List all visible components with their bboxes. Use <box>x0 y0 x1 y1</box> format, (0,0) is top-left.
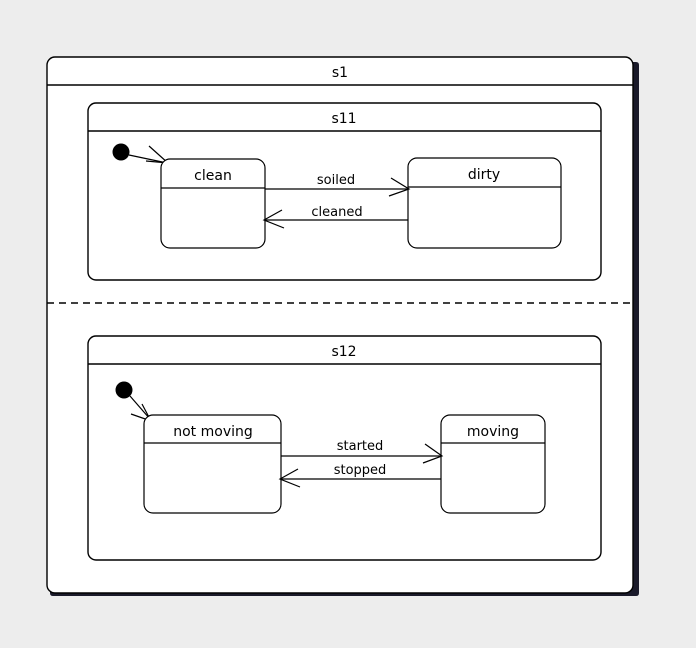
transition-started-arrowhead <box>422 443 444 464</box>
transition-stopped-arrowhead <box>278 468 301 488</box>
transition-soiled[interactable]: soiled <box>265 173 411 197</box>
transition-started[interactable]: started <box>281 439 444 464</box>
state-clean-label: clean <box>194 168 232 184</box>
initial-state-icon-s11[interactable] <box>112 143 130 161</box>
state-not-moving-body[interactable] <box>143 414 282 514</box>
transition-soiled-label: soiled <box>317 173 355 188</box>
initial-state-icon-s12[interactable] <box>115 381 133 399</box>
s1-title: s1 <box>332 65 348 81</box>
state-clean-body[interactable] <box>160 158 266 249</box>
transition-soiled-arrowhead <box>388 177 411 197</box>
transition-started-label: started <box>337 439 384 454</box>
s11-title: s11 <box>331 111 356 127</box>
composite-state-s11[interactable]: s11 clean dirty <box>87 102 602 281</box>
s12-title: s12 <box>331 344 356 360</box>
transition-cleaned[interactable]: cleaned <box>262 205 408 229</box>
state-dirty-label: dirty <box>468 167 500 183</box>
state-clean[interactable]: clean <box>160 158 266 249</box>
transition-stopped[interactable]: stopped <box>278 463 441 488</box>
state-moving-body[interactable] <box>440 414 546 514</box>
transition-cleaned-arrowhead <box>262 209 285 229</box>
transition-stopped-label: stopped <box>334 463 387 478</box>
state-not-moving-label: not moving <box>173 424 253 440</box>
composite-state-s12[interactable]: s12 not moving moving <box>87 335 602 561</box>
state-moving-label: moving <box>467 424 519 440</box>
state-dirty-body[interactable] <box>407 157 562 249</box>
state-dirty[interactable]: dirty <box>407 157 562 249</box>
state-moving[interactable]: moving <box>440 414 546 514</box>
transition-cleaned-label: cleaned <box>311 205 362 220</box>
state-not-moving[interactable]: not moving <box>143 414 282 514</box>
